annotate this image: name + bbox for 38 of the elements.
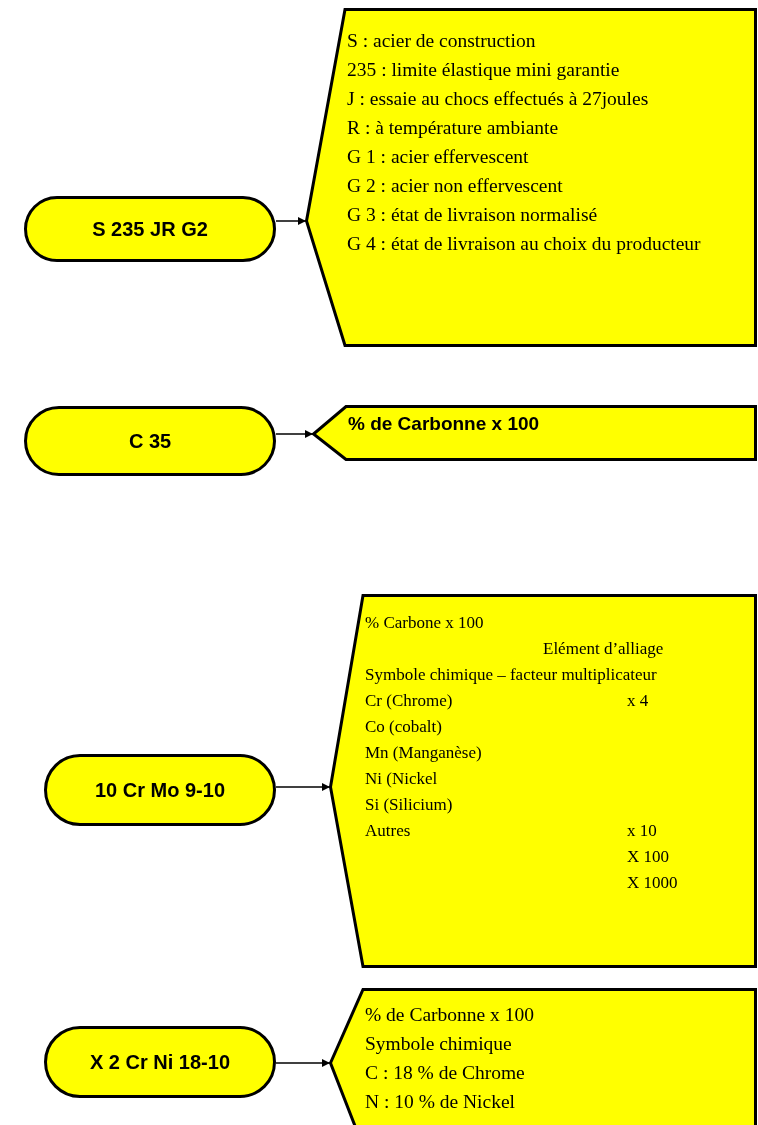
code-label: X 2 Cr Ni 18-10 [88, 1050, 232, 1074]
callout-text: Cr (Chrome) [365, 690, 453, 712]
callout-text: G 1 : acier effervescent [347, 145, 530, 169]
callout-text: X 100 [627, 846, 670, 868]
callout-text: N : 10 % de Nickel [365, 1090, 515, 1114]
callout-text: Symbole chimique [365, 1032, 512, 1056]
callout-text: G 4 : état de livraison au choix du producteur [347, 232, 702, 256]
callout-box [329, 988, 757, 1125]
arrow [275, 430, 314, 438]
arrow [275, 217, 307, 225]
callout-text: Mn (Manganèse) [365, 742, 482, 764]
arrow [275, 783, 331, 791]
callout-text: Autres [365, 820, 411, 842]
callout-text: % Carbone x 100 [365, 612, 484, 634]
callout-text: G 3 : état de livraison normalisé [347, 203, 599, 227]
callout-text: G 2 : acier non effervescent [347, 174, 564, 198]
callout-text: X 1000 [627, 872, 678, 894]
code-label: C 35 [127, 429, 173, 453]
callout-text: R : à température ambiante [347, 116, 560, 140]
callout-text: C : 18 % de Chrome [365, 1061, 525, 1085]
callout-box [329, 594, 757, 968]
callout-text: Si (Silicium) [365, 794, 453, 816]
callout-text: x 4 [627, 690, 649, 712]
callout-text: Elément d’alliage [543, 638, 664, 660]
code-label: S 235 JR G2 [91, 217, 209, 241]
callout-text: x 10 [627, 820, 657, 842]
callout-text: Co (cobalt) [365, 716, 442, 738]
callout-text: Ni (Nickel [365, 768, 438, 790]
code-label: 10 Cr Mo 9-10 [93, 778, 227, 802]
callout-text: Symbole chimique – facteur multiplicateur [365, 664, 657, 686]
callout-box [312, 405, 757, 461]
callout-box [305, 8, 757, 347]
callout-text: S : acier de construction [347, 29, 537, 53]
callout-text: J : essaie au chocs effectués à 27joules [347, 87, 650, 111]
callout-text: 235 : limite élastique mini garantie [347, 58, 621, 82]
callout-text: % de Carbonne x 100 [348, 412, 540, 436]
arrow [275, 1059, 331, 1067]
callout-text: % de Carbonne x 100 [365, 1003, 534, 1027]
